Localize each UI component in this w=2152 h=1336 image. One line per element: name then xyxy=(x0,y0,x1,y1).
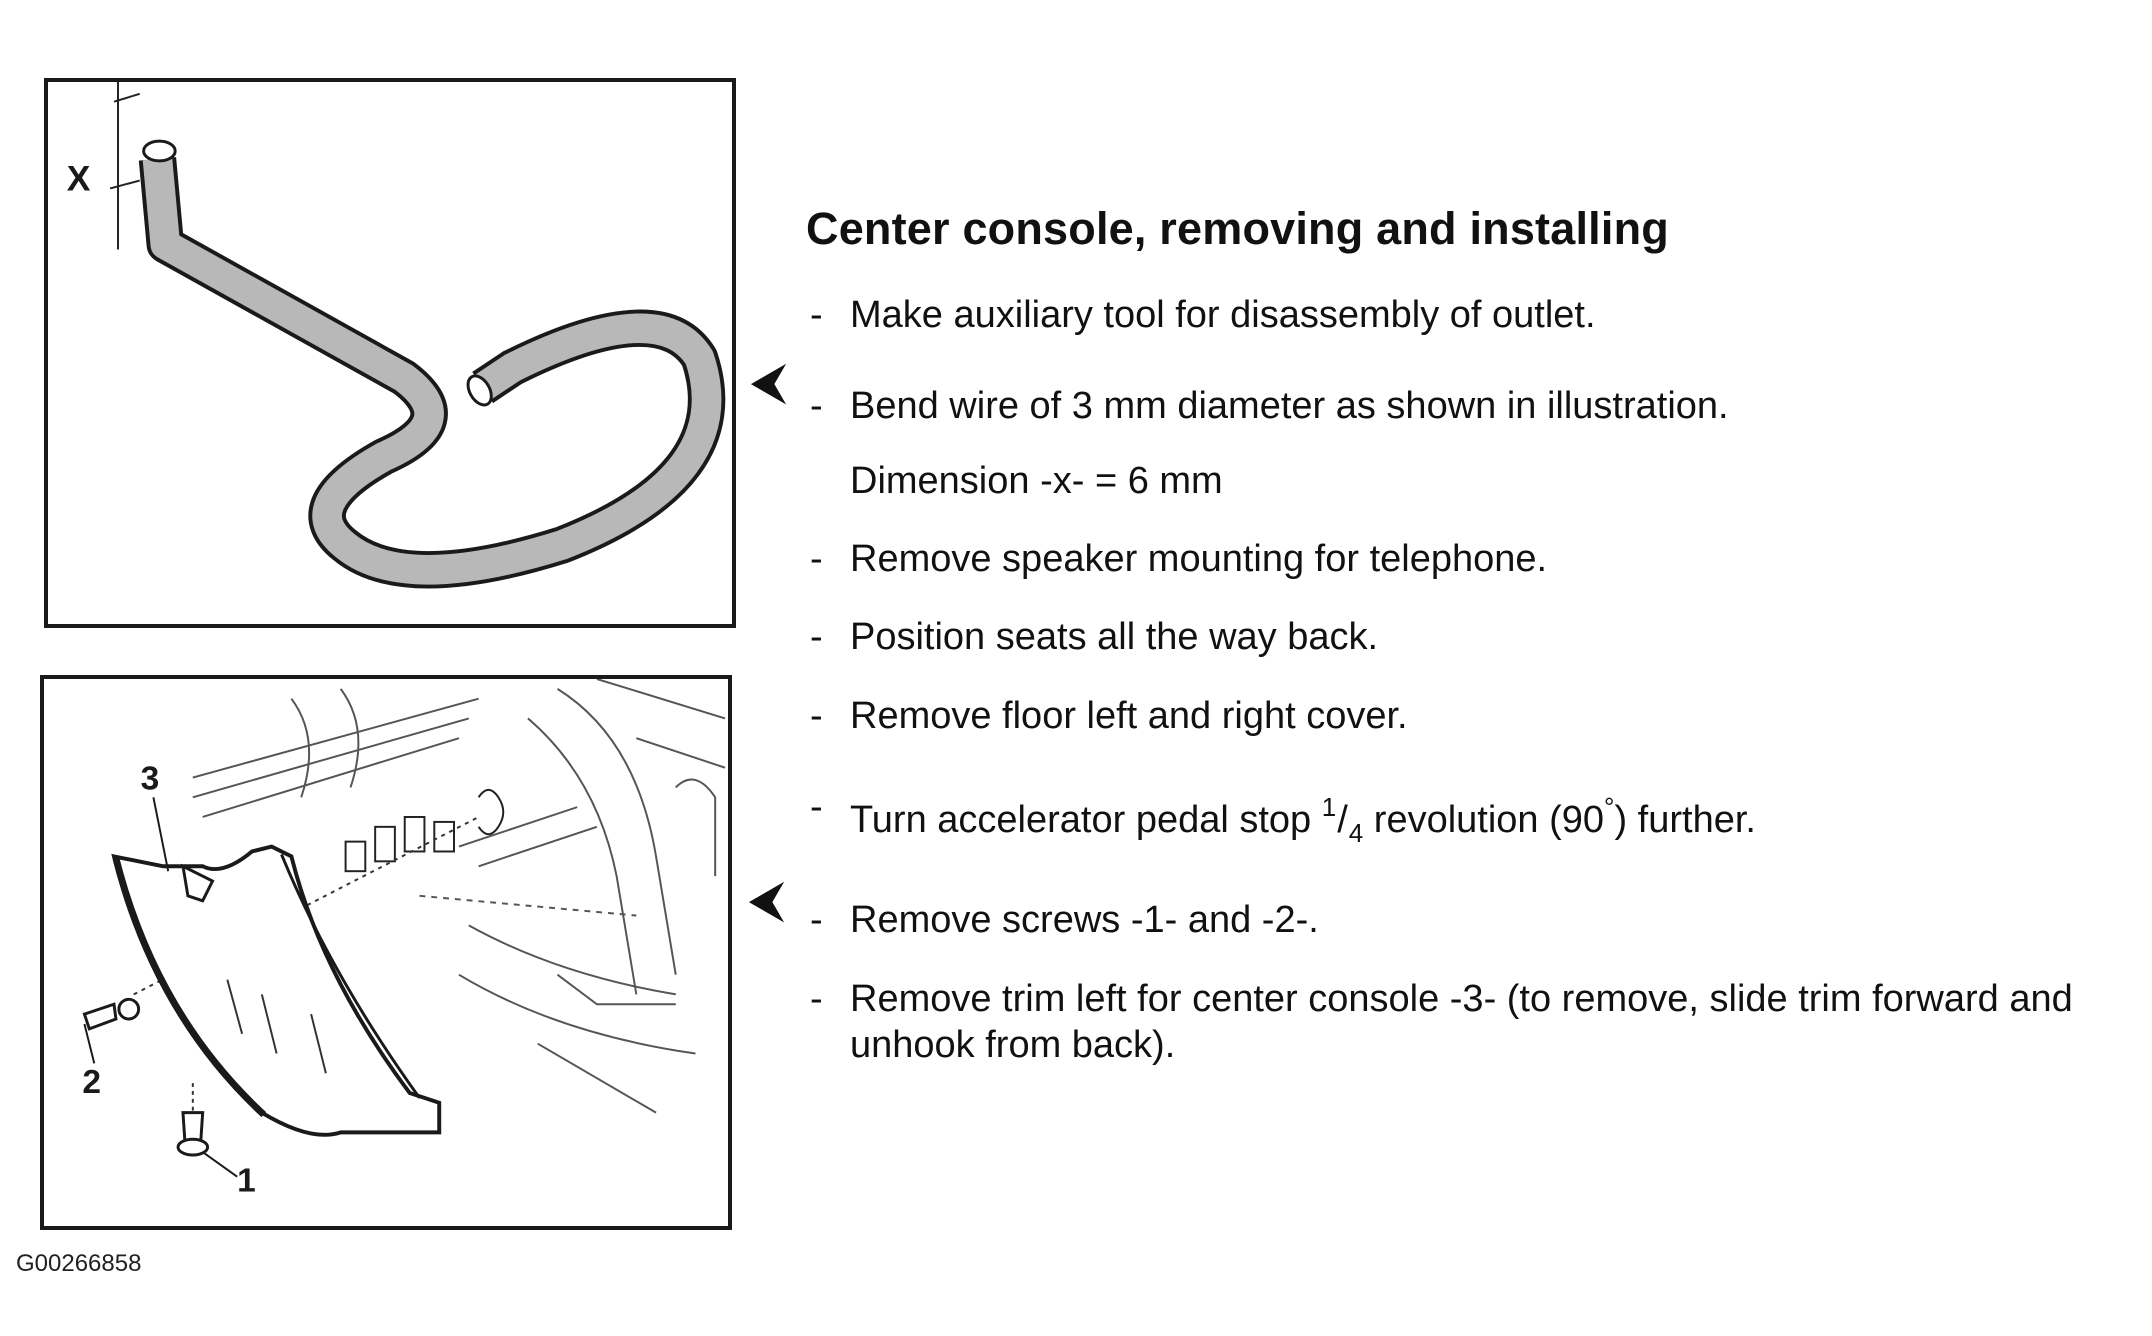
left-arrow-icon: ⮜ xyxy=(752,355,785,407)
step-dash: - xyxy=(810,786,823,828)
wire-tool-drawing: X xyxy=(67,82,726,589)
wire-tool-illustration: X xyxy=(44,78,736,628)
page-title: Center console, removing and installing xyxy=(806,203,1669,254)
figure-code: G00266858 xyxy=(16,1250,142,1277)
dimension-x-label: X xyxy=(67,158,91,198)
console-trim-drawing: 3 2 1 xyxy=(82,679,726,1200)
part-1-label: 1 xyxy=(237,1163,256,1200)
degree-symbol: ° xyxy=(1604,792,1615,822)
dimension-note: Dimension -x- = 6 mm xyxy=(850,460,1223,502)
step-text: Bend wire of 3 mm diameter as shown in i… xyxy=(850,385,1729,427)
step-text: Turn accelerator pedal stop 1/4 revoluti… xyxy=(850,784,1756,856)
fraction-numerator: 1 xyxy=(1321,792,1337,822)
part-2-label: 2 xyxy=(82,1064,101,1101)
step-text: Remove trim left for center console -3- … xyxy=(850,978,2073,1066)
step-text-part: revolution (90 xyxy=(1363,799,1605,841)
left-arrow-icon: ⮜ xyxy=(750,873,783,925)
step-text: Remove speaker mounting for telephone. xyxy=(850,538,1548,580)
console-trim-illustration: 3 2 1 xyxy=(40,675,732,1230)
step-text: Remove screws -1- and -2-. xyxy=(850,899,1319,941)
step-dash: - xyxy=(810,385,823,427)
fraction-slash: / xyxy=(1337,799,1348,841)
part-3-label: 3 xyxy=(141,760,160,797)
step-dash: - xyxy=(810,538,823,580)
fraction-denominator: 4 xyxy=(1348,818,1364,848)
step-text: Make auxiliary tool for disassembly of o… xyxy=(850,294,1596,336)
step-text-part: Turn accelerator pedal stop xyxy=(850,799,1322,841)
step-dash: - xyxy=(810,616,823,658)
step-dash: - xyxy=(810,899,823,941)
step-dash: - xyxy=(810,294,823,336)
step-text-part: ) further. xyxy=(1614,799,1756,841)
step-dash: - xyxy=(810,978,823,1020)
step-text: Remove floor left and right cover. xyxy=(850,695,1408,737)
step-dash: - xyxy=(810,695,823,737)
step-text: Position seats all the way back. xyxy=(850,616,1379,658)
